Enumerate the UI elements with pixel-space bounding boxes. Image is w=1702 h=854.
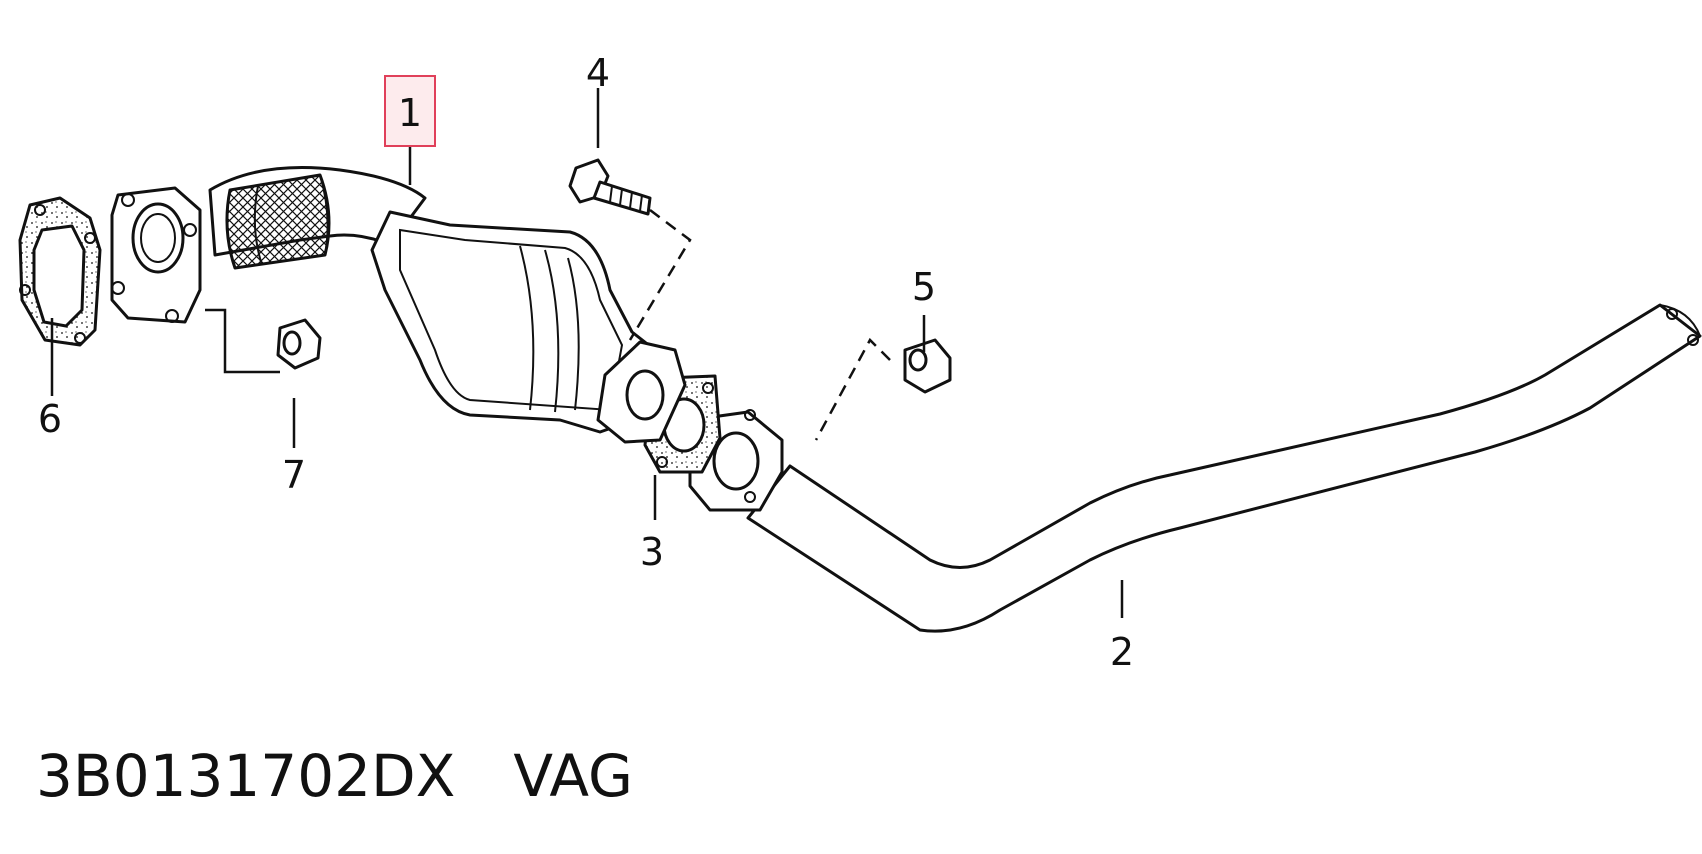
part-caption: 3B0131702DX VAG xyxy=(36,742,633,810)
bolt-icon[interactable] xyxy=(568,158,652,216)
nut-icon[interactable] xyxy=(903,338,952,394)
brand-name: VAG xyxy=(513,742,633,810)
callout-2[interactable]: 2 xyxy=(1110,630,1134,674)
callout-4[interactable]: 4 xyxy=(586,51,610,95)
callout-highlight-1 xyxy=(384,75,436,147)
callout-5[interactable]: 5 xyxy=(912,265,936,309)
catalytic-converter-icon[interactable] xyxy=(208,166,687,444)
part-number: 3B0131702DX xyxy=(36,742,456,810)
callout-7[interactable]: 7 xyxy=(282,453,306,497)
gasket-icon[interactable] xyxy=(18,196,102,347)
callout-6[interactable]: 6 xyxy=(38,397,62,441)
callout-3[interactable]: 3 xyxy=(640,530,664,574)
callout-1[interactable]: 1 xyxy=(398,91,422,135)
nut-icon[interactable] xyxy=(276,318,322,370)
flange-icon[interactable] xyxy=(110,186,202,324)
exhaust-pipe-icon[interactable] xyxy=(688,303,1702,633)
leader-lines xyxy=(50,88,1124,618)
